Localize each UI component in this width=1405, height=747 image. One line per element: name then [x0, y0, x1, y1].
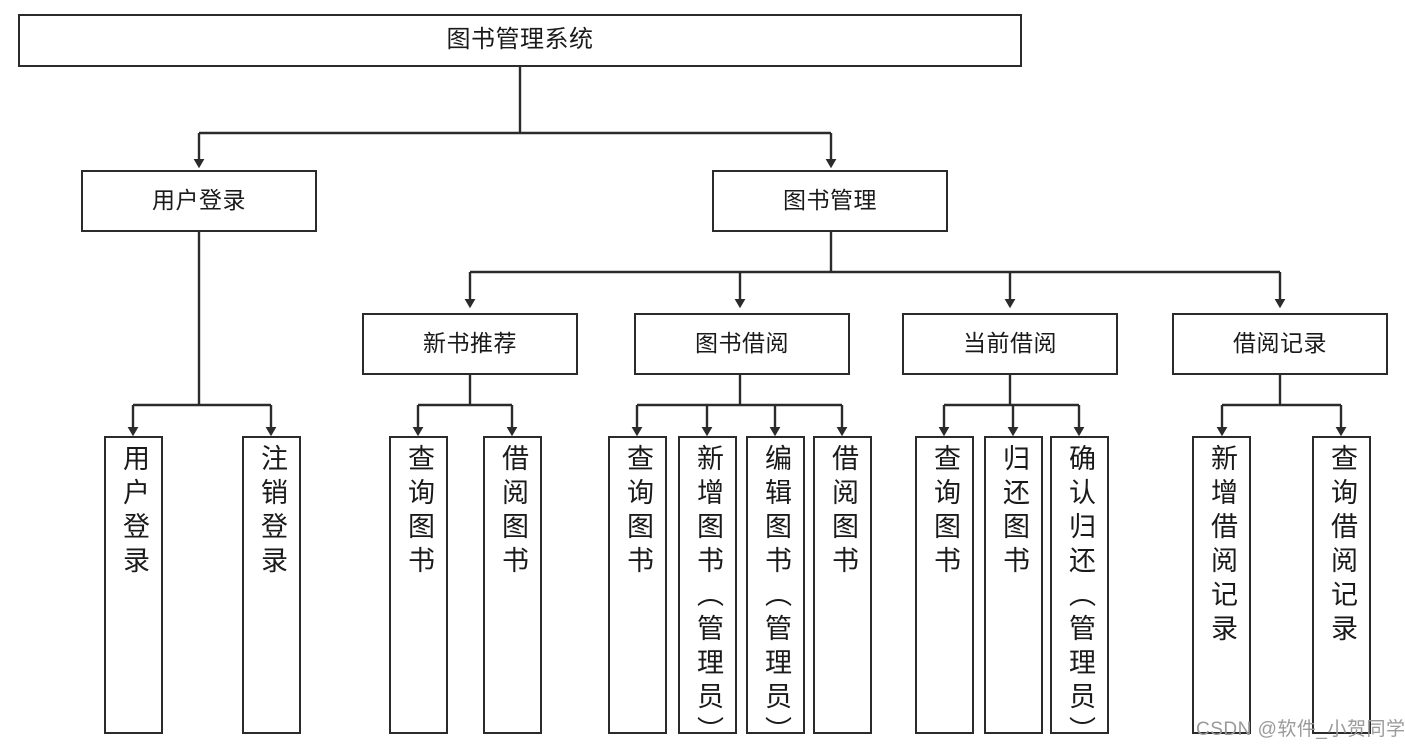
node-label: 注销登录 — [257, 444, 287, 580]
node-user-login[interactable]: 用户登录 — [81, 170, 317, 232]
leaf-query-book-current[interactable]: 查询图书 — [915, 436, 974, 734]
node-label: 确认归还（管理员） — [1065, 444, 1095, 747]
node-root-library-management-system[interactable]: 图书管理系统 — [18, 14, 1022, 67]
node-new-book-recommendation[interactable]: 新书推荐 — [362, 313, 578, 375]
leaf-edit-book-admin[interactable]: 编辑图书（管理员） — [746, 436, 805, 747]
node-label: 借阅图书 — [828, 444, 858, 580]
leaf-query-borrow-record[interactable]: 查询借阅记录 — [1312, 436, 1371, 734]
leaf-confirm-return-admin[interactable]: 确认归还（管理员） — [1050, 436, 1109, 747]
leaf-borrow-book-new[interactable]: 借阅图书 — [483, 436, 542, 734]
node-label: 查询图书 — [623, 444, 653, 580]
node-label: 新增图书（管理员） — [693, 444, 723, 747]
node-current-borrowing[interactable]: 当前借阅 — [902, 313, 1118, 375]
leaf-user-login[interactable]: 用户登录 — [104, 436, 163, 734]
leaf-logout[interactable]: 注销登录 — [242, 436, 301, 734]
csdn-watermark: CSDN @软件_小贺同学 — [1196, 719, 1405, 740]
node-label: 归还图书 — [999, 444, 1029, 580]
node-book-management[interactable]: 图书管理 — [712, 170, 948, 232]
leaf-add-borrow-record[interactable]: 新增借阅记录 — [1192, 436, 1251, 734]
leaf-query-book-new[interactable]: 查询图书 — [389, 436, 448, 734]
node-label: 图书管理 — [783, 187, 877, 214]
node-label: 借阅记录 — [1233, 330, 1327, 357]
node-label: 新增借阅记录 — [1207, 444, 1237, 648]
leaf-return-book[interactable]: 归还图书 — [984, 436, 1043, 734]
leaf-borrow-book[interactable]: 借阅图书 — [813, 436, 872, 734]
node-borrowing-records[interactable]: 借阅记录 — [1172, 313, 1388, 375]
node-label: 查询借阅记录 — [1327, 444, 1357, 648]
node-label: 用户登录 — [119, 444, 149, 580]
node-label: 查询图书 — [404, 444, 434, 580]
node-label: 用户登录 — [152, 187, 246, 214]
node-label: 借阅图书 — [498, 444, 528, 580]
node-label: 查询图书 — [930, 444, 960, 580]
node-book-borrowing[interactable]: 图书借阅 — [634, 313, 850, 375]
leaf-add-book-admin[interactable]: 新增图书（管理员） — [678, 436, 737, 747]
node-label: 图书管理系统 — [446, 26, 594, 54]
node-label: 当前借阅 — [963, 330, 1057, 357]
node-label: 新书推荐 — [423, 330, 517, 357]
node-label: 图书借阅 — [695, 330, 789, 357]
leaf-query-book-borrow[interactable]: 查询图书 — [608, 436, 667, 734]
node-label: 编辑图书（管理员） — [761, 444, 791, 747]
